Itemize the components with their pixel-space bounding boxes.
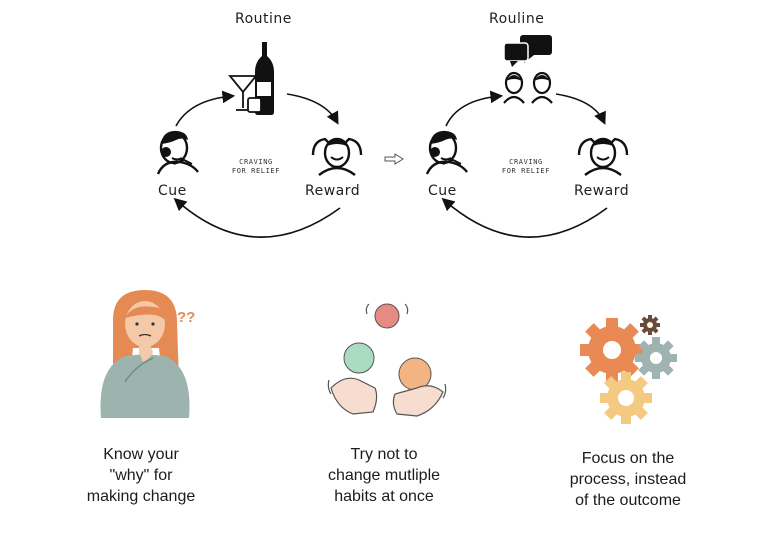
alcohol-bottle-glass-icon bbox=[228, 42, 274, 115]
tip-text-1: Know your "why" for making change bbox=[46, 444, 236, 507]
arrow-right-icon bbox=[384, 153, 404, 165]
craving-line-2: FOR RELIEF bbox=[501, 167, 551, 175]
svg-text:??: ?? bbox=[177, 309, 195, 326]
cue-person-icon-2 bbox=[425, 130, 468, 175]
tip-1-line-2: "why" for bbox=[109, 467, 173, 484]
tip-2-line-1: Try not to bbox=[350, 446, 418, 463]
tip-2-line-2: change mutliple bbox=[327, 467, 441, 484]
confused-woman-icon: ?? bbox=[100, 290, 195, 418]
gears-icon bbox=[580, 315, 677, 424]
routine-label-2: Rouline bbox=[489, 11, 545, 27]
craving-line-2: FOR RELIEF bbox=[231, 167, 281, 175]
tip-2-line-3: habits at once bbox=[334, 488, 434, 505]
tip-1-line-1: Know your bbox=[103, 446, 179, 463]
craving-line-1: CRAVING bbox=[509, 158, 543, 166]
tip-3-line-2: process, instead bbox=[569, 471, 687, 488]
reward-person-icon-2 bbox=[577, 137, 629, 176]
juggling-balls-icon bbox=[327, 303, 447, 417]
reward-label: Reward bbox=[305, 183, 361, 199]
two-people-talking-icon bbox=[503, 35, 553, 104]
routine-label: Routine bbox=[235, 11, 292, 27]
tip-text-3: Focus on the process, instead of the out… bbox=[533, 448, 723, 511]
tip-3-line-1: Focus on the bbox=[581, 450, 675, 467]
tip-3-line-3: of the outcome bbox=[575, 492, 681, 509]
reward-label-2: Reward bbox=[574, 183, 630, 199]
cue-person-icon bbox=[156, 130, 199, 175]
cue-label-2: Cue bbox=[428, 183, 457, 199]
reward-person-icon bbox=[311, 137, 363, 176]
craving-label-2: CRAVING FOR RELIEF bbox=[496, 158, 556, 176]
tip-1-line-3: making change bbox=[86, 488, 196, 505]
cue-label: Cue bbox=[158, 183, 187, 199]
craving-line-1: CRAVING bbox=[239, 158, 273, 166]
craving-label: CRAVING FOR RELIEF bbox=[226, 158, 286, 176]
tip-text-2: Try not to change mutliple habits at onc… bbox=[289, 444, 479, 507]
